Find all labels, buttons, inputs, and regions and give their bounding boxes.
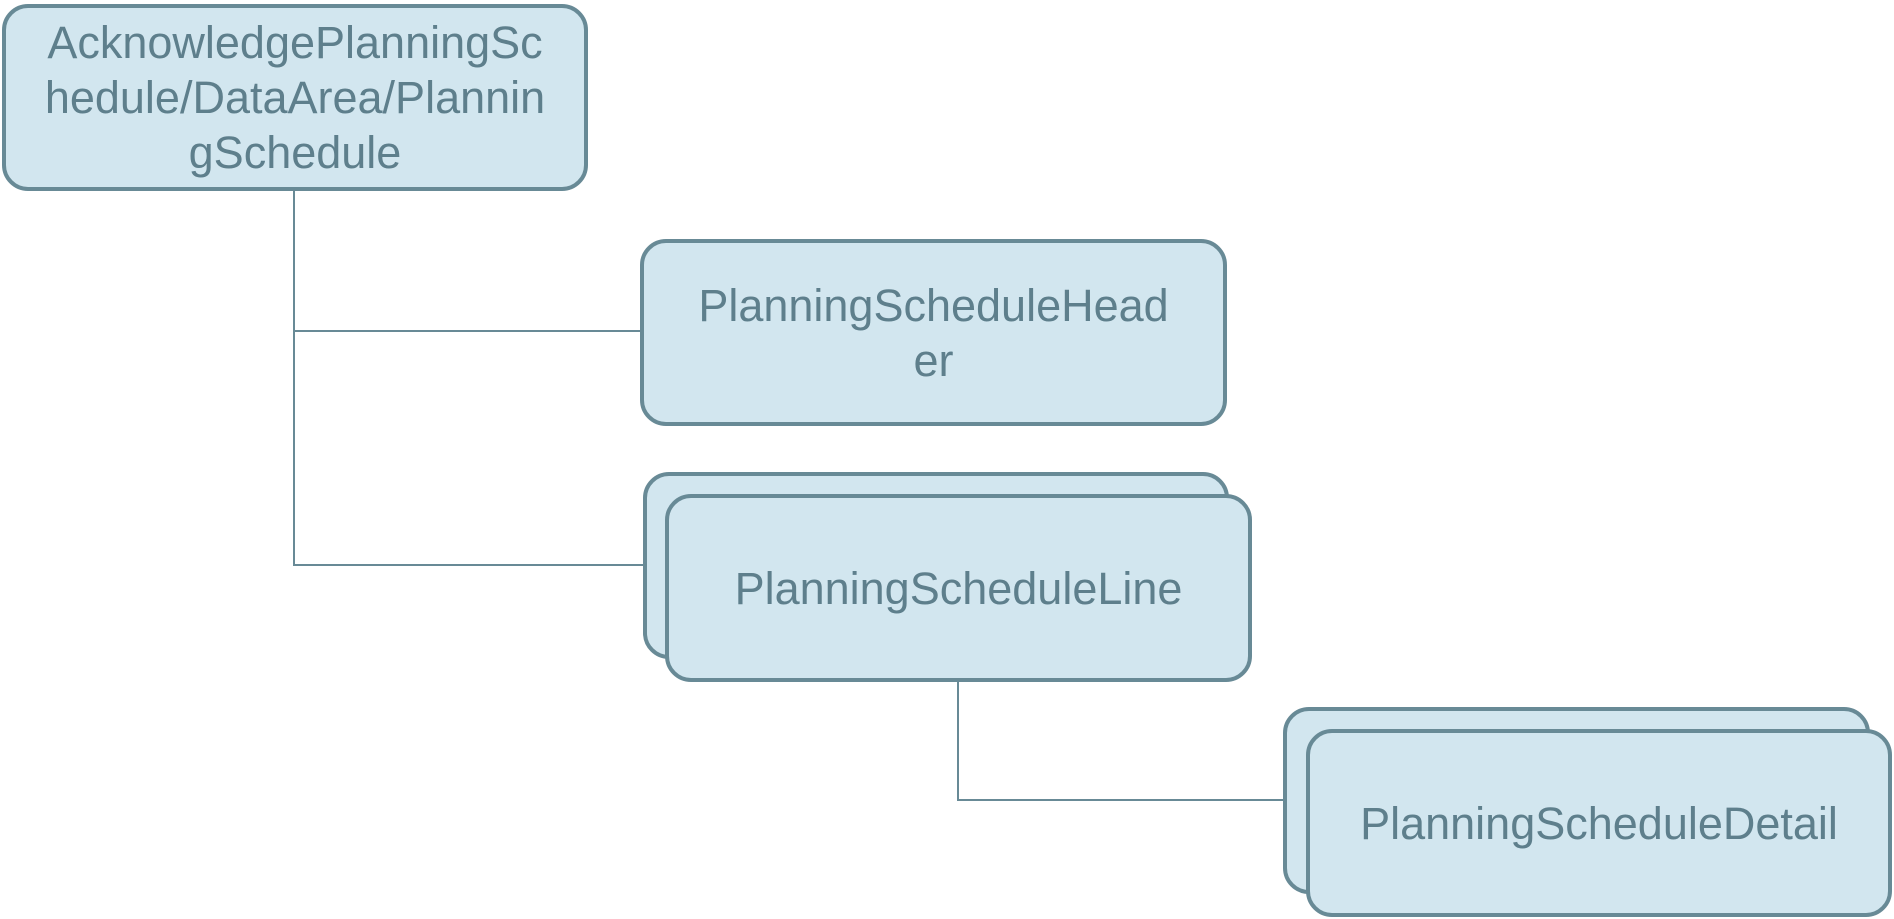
connector-line-to-detail — [957, 682, 1283, 801]
node-planning-schedule-header[interactable]: PlanningScheduleHeader — [640, 239, 1227, 426]
node-label: PlanningScheduleDetail — [1360, 797, 1838, 849]
node-label: PlanningScheduleHeader — [698, 279, 1169, 386]
connector-root-to-header — [293, 191, 640, 332]
node-label: PlanningScheduleLine — [734, 562, 1183, 614]
node-planning-schedule-line[interactable]: PlanningScheduleLine — [665, 494, 1252, 682]
node-label: AcknowledgePlanningSchedule/DataArea/Pla… — [44, 17, 546, 178]
connector-root-to-line — [293, 331, 643, 566]
node-acknowledge-planning-schedule[interactable]: AcknowledgePlanningSchedule/DataArea/Pla… — [2, 4, 588, 191]
node-planning-schedule-detail[interactable]: PlanningScheduleDetail — [1306, 729, 1892, 917]
